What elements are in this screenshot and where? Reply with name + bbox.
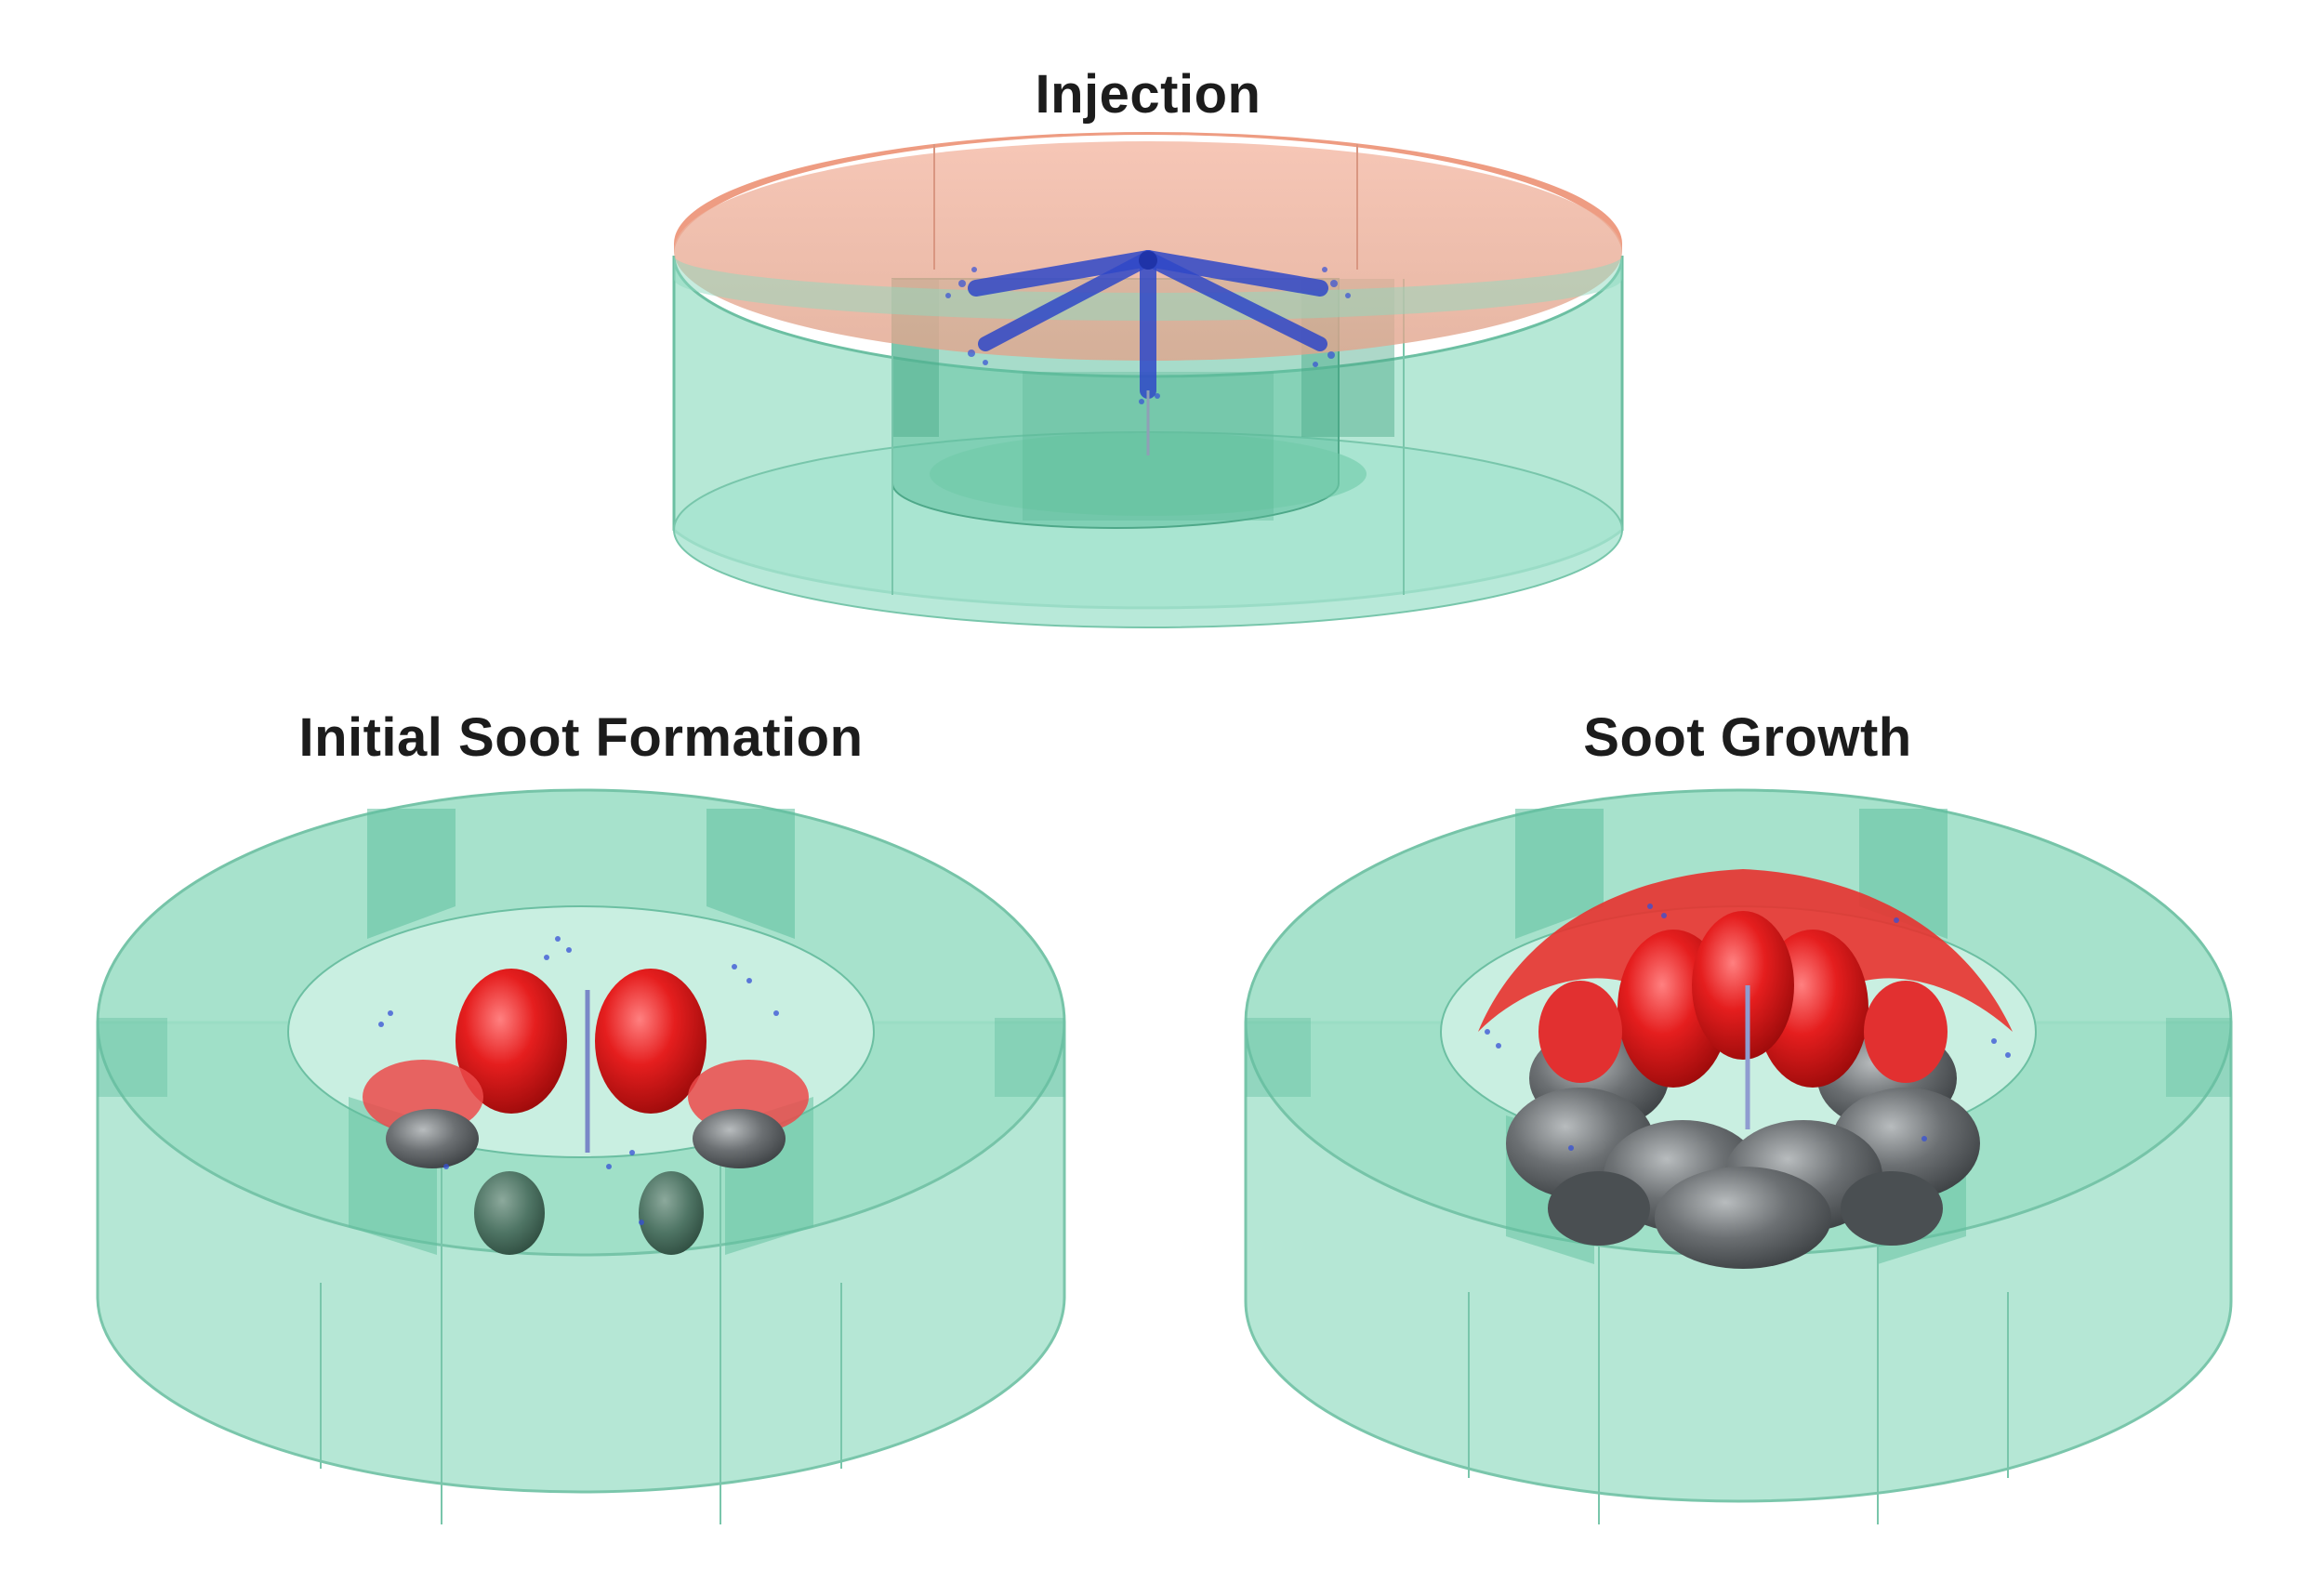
soot-growth-droplets [1485, 904, 2011, 1151]
initial-soot-droplets [378, 936, 779, 1225]
initial-soot-grey-regions [386, 1109, 786, 1255]
injection-spray [945, 250, 1351, 455]
initial-soot-formation-title: Initial Soot Formation [298, 707, 864, 768]
soot-growth-title: Soot Growth [1583, 707, 1912, 768]
initial-soot-chamber [96, 788, 1066, 1524]
soot-growth-red-regions [1478, 869, 2013, 1088]
initial-soot-red-regions [363, 969, 809, 1134]
injection-title: Injection [1035, 64, 1261, 125]
